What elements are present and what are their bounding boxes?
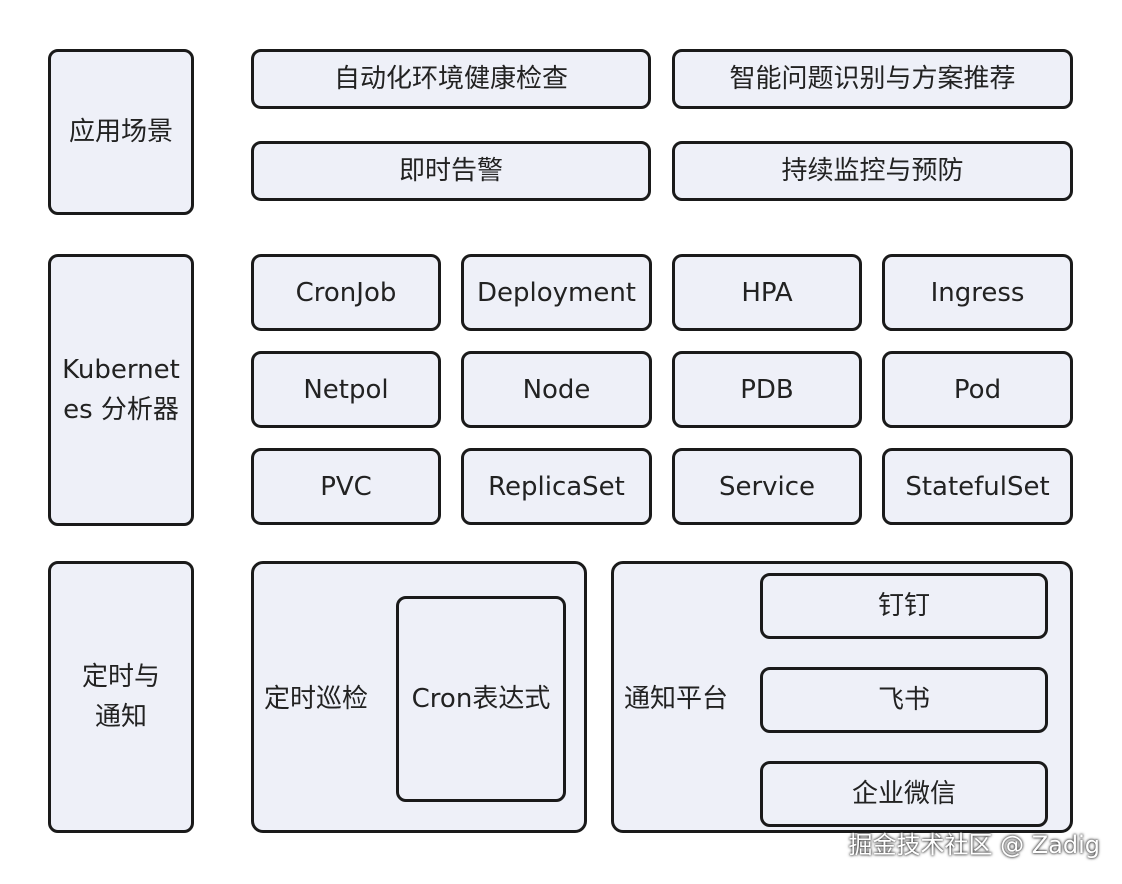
- analyzer-label: CronJob: [295, 277, 397, 308]
- scenario-item: 持续监控与预防: [672, 141, 1073, 201]
- scenario-item: 即时告警: [251, 141, 651, 201]
- notify-label: 通知平台: [624, 684, 729, 714]
- analyzer-label: Netpol: [303, 374, 389, 405]
- analyzer-label: PDB: [740, 374, 794, 405]
- row-label-schedule: 定时与通知: [48, 561, 194, 833]
- row-label-analyzers: Kubernetes 分析器: [48, 254, 194, 526]
- analyzer-item: PDB: [672, 351, 862, 428]
- analyzer-label: Node: [522, 374, 591, 405]
- analyzer-label: Service: [718, 471, 816, 502]
- cron-expression-label: Cron表达式: [411, 684, 551, 714]
- platform-label: 钉钉: [877, 591, 930, 621]
- analyzer-label: Deployment: [476, 277, 637, 308]
- analyzer-item: StatefulSet: [882, 448, 1073, 525]
- analyzer-item: Deployment: [461, 254, 652, 331]
- analyzer-item: HPA: [672, 254, 862, 331]
- analyzer-label: StatefulSet: [905, 471, 1050, 502]
- analyzer-label: Pod: [953, 374, 1002, 405]
- analyzer-item: Pod: [882, 351, 1073, 428]
- analyzer-item: Service: [672, 448, 862, 525]
- row-label-scenarios: 应用场景: [48, 49, 194, 215]
- row-label-schedule-text: 定时与通知: [81, 662, 160, 732]
- analyzer-item: PVC: [251, 448, 441, 525]
- platform-label: 企业微信: [851, 779, 956, 809]
- row-label-scenarios-text: 应用场景: [68, 117, 173, 147]
- scenario-label: 持续监控与预防: [781, 156, 964, 186]
- scenario-label: 智能问题识别与方案推荐: [729, 64, 1016, 94]
- inspection-label: 定时巡检: [264, 684, 369, 714]
- platform-item: 企业微信: [760, 761, 1048, 827]
- analyzer-label: Ingress: [930, 277, 1025, 308]
- analyzer-item: ReplicaSet: [461, 448, 652, 525]
- analyzer-item: Node: [461, 351, 652, 428]
- analyzer-label: PVC: [320, 471, 372, 502]
- notify-panel: 通知平台 钉钉 飞书 企业微信: [611, 561, 1073, 833]
- inspection-panel: 定时巡检 Cron表达式: [251, 561, 587, 833]
- watermark: 掘金技术社区 @ Zadig: [848, 831, 1100, 859]
- analyzer-item: Ingress: [882, 254, 1073, 331]
- platform-item: 飞书: [760, 667, 1048, 733]
- analyzer-item: Netpol: [251, 351, 441, 428]
- platform-label: 飞书: [877, 685, 930, 715]
- analyzer-label: HPA: [741, 277, 793, 308]
- scenario-item: 智能问题识别与方案推荐: [672, 49, 1073, 109]
- scenario-label: 自动化环境健康检查: [333, 64, 568, 94]
- scenario-label: 即时告警: [398, 156, 503, 186]
- analyzer-item: CronJob: [251, 254, 441, 331]
- analyzer-label: ReplicaSet: [488, 471, 625, 502]
- scenario-item: 自动化环境健康检查: [251, 49, 651, 109]
- row-label-analyzers-text: Kubernetes 分析器: [62, 355, 180, 425]
- platform-item: 钉钉: [760, 573, 1048, 639]
- cron-expression-box: Cron表达式: [396, 596, 566, 802]
